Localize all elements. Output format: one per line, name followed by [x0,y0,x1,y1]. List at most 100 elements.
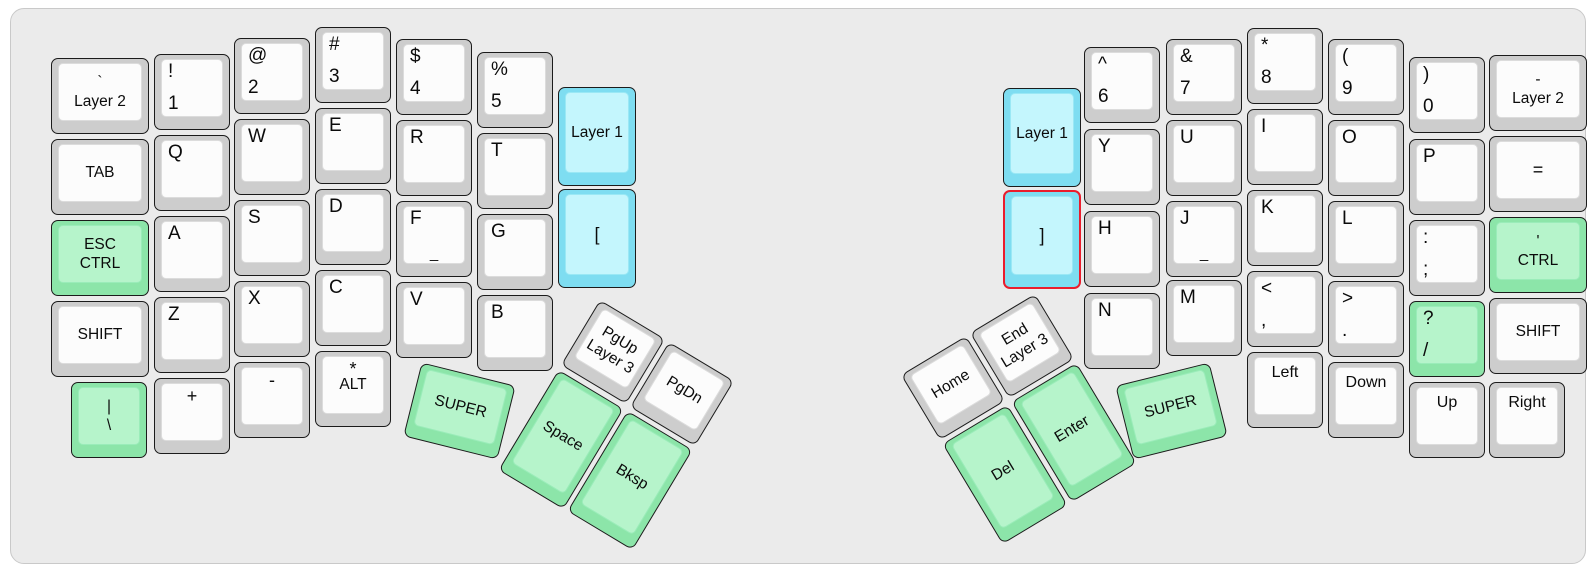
keycap-face: K [1254,195,1316,253]
key-label: ? [1423,308,1434,329]
key-p[interactable]: P [1409,139,1485,215]
key-label: Space [540,417,587,455]
keycap-face: -Layer 2 [1496,60,1580,118]
key-f[interactable]: F_ [396,201,472,277]
key-w[interactable]: W [234,119,310,195]
key-layer1-left[interactable]: Layer 1 [558,87,636,186]
keycap-face: ] [1011,196,1073,275]
key-label: B [491,302,504,323]
key-left-arrow[interactable]: Left [1247,352,1323,428]
keycap-face: (9 [1335,44,1397,102]
keycap-face: #3 [322,32,384,90]
key-l[interactable]: L [1328,201,1404,277]
key-d[interactable]: D [315,189,391,265]
key-s[interactable]: S [234,200,310,276]
key-h[interactable]: H [1084,211,1160,287]
key-c[interactable]: C [315,270,391,346]
key-dollar-4[interactable]: $4 [396,39,472,115]
key-up-arrow[interactable]: Up [1409,382,1485,458]
key-q[interactable]: Q [154,135,230,211]
key-label: & [1180,46,1193,67]
key-right-arrow[interactable]: Right [1489,382,1565,458]
key-r[interactable]: R [396,120,472,196]
keycap-face: SUPER [413,368,508,446]
key-label: ) [1423,64,1430,85]
key-star-alt[interactable]: *ALT [315,351,391,427]
key-z[interactable]: Z [154,297,230,373]
keycap-face: B [484,300,546,358]
key-caret-6[interactable]: ^6 [1084,47,1160,123]
key-percent-5[interactable]: %5 [477,52,553,128]
key-down-arrow[interactable]: Down [1328,362,1404,438]
key-m[interactable]: M [1166,280,1242,356]
key-t[interactable]: T [477,133,553,209]
key-rbracket[interactable]: ] [1003,190,1081,289]
key-shift-right[interactable]: SHIFT [1489,298,1587,374]
keycap-face: TAB [58,144,142,202]
key-x[interactable]: X [234,281,310,357]
key-equals[interactable]: = [1489,136,1587,212]
key-tab[interactable]: TAB [51,139,149,215]
key-greater-period[interactable]: >. [1328,281,1404,357]
keycap-face: Z [161,302,223,360]
key-y[interactable]: Y [1084,129,1160,205]
key-star-8[interactable]: *8 [1247,28,1323,104]
key-g[interactable]: G [477,214,553,290]
keycap-face: W [241,124,303,182]
key-i[interactable]: I [1247,109,1323,185]
key-e[interactable]: E [315,108,391,184]
key-v[interactable]: V [396,282,472,358]
key-b[interactable]: B [477,295,553,371]
key-label: I [1261,116,1267,137]
key-hash-3[interactable]: #3 [315,27,391,103]
key-label: W [248,126,266,147]
key-n[interactable]: N [1084,293,1160,369]
key-minus-layer2[interactable]: -Layer 2 [1489,55,1587,131]
key-shift-left[interactable]: SHIFT [51,301,149,377]
key-question-slash[interactable]: ?/ [1409,301,1485,377]
keycap-face: N [1091,298,1153,356]
key-quote-ctrl[interactable]: 'CTRL [1489,217,1587,293]
keycap-face: @2 [241,43,303,101]
key-label-lines: -Layer 2 [1497,61,1579,117]
key-label: TAB [85,164,115,181]
keycap-face: + [161,383,223,441]
key-paren-0[interactable]: )0 [1409,57,1485,133]
key-j[interactable]: J_ [1166,201,1242,277]
key-lbracket[interactable]: [ [558,189,636,288]
key-less-comma[interactable]: <, [1247,271,1323,347]
key-super-left[interactable]: SUPER [403,362,516,460]
key-label: Layer 2 [74,93,126,110]
key-u[interactable]: U [1166,120,1242,196]
key-a[interactable]: A [154,216,230,292]
key-k[interactable]: K [1247,190,1323,266]
keycap-face: - [241,367,303,425]
keycap-face: C [322,275,384,333]
key-plus[interactable]: + [154,378,230,454]
key-at-2[interactable]: @2 [234,38,310,114]
keycap-face: $4 [403,44,465,102]
key-paren-9[interactable]: (9 [1328,39,1404,115]
key-o[interactable]: O [1328,120,1404,196]
key-super-right[interactable]: SUPER [1115,362,1228,460]
key-exclam-1[interactable]: !1 [154,54,230,130]
key-label: [ [594,224,600,244]
key-minus[interactable]: - [234,362,310,438]
keycap-face: *ALT [322,356,384,414]
key-label: 7 [1180,78,1191,99]
key-grave-layer2[interactable]: `Layer 2 [51,58,149,134]
key-label: ESC [84,236,116,253]
keycap-face: Layer 1 [1010,93,1074,174]
key-label: CTRL [79,255,121,272]
key-colon-semicolon[interactable]: :; [1409,220,1485,296]
key-label: V [410,289,423,310]
key-layer1-right[interactable]: Layer 1 [1003,88,1081,187]
key-amp-7[interactable]: &7 [1166,39,1242,115]
key-label: C [329,277,343,298]
key-label: Up [1436,394,1458,411]
key-esc-ctrl[interactable]: ESC CTRL [51,220,149,296]
key-pipe-backslash[interactable]: |\ [71,382,147,458]
key-label: * [1261,35,1269,56]
key-label: N [1098,300,1112,321]
